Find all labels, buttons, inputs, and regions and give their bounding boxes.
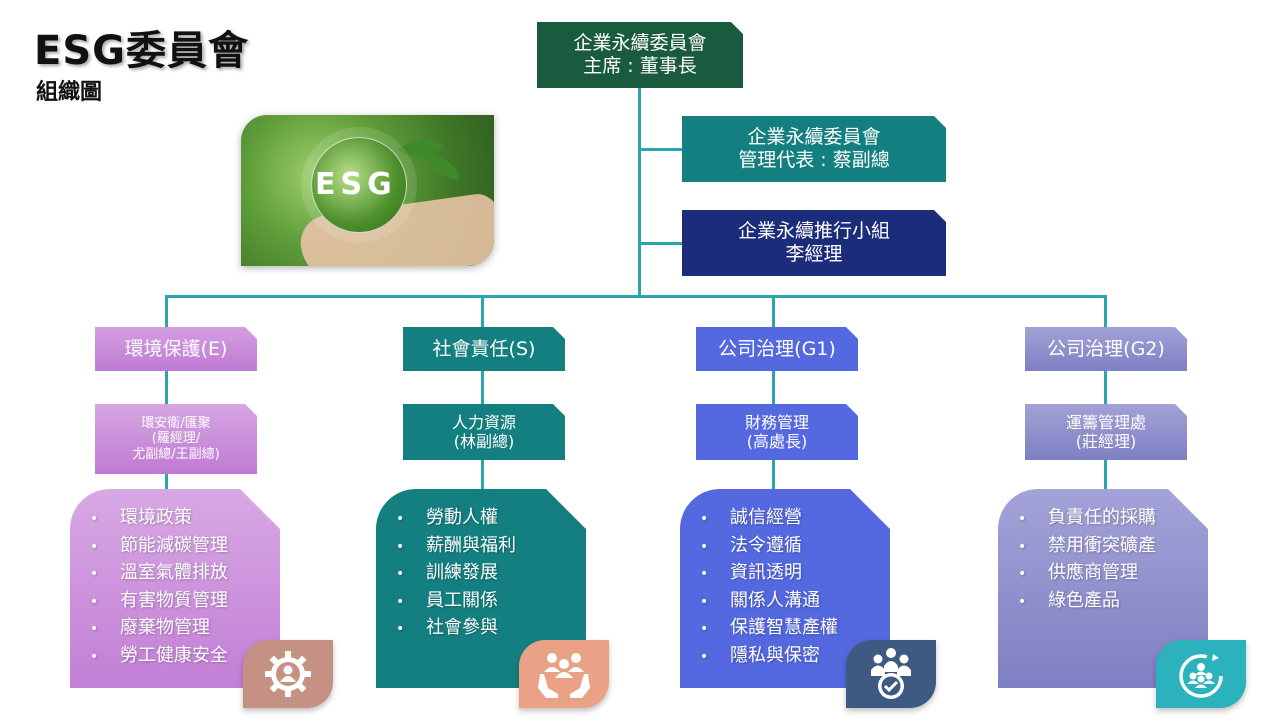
sub-unit-name: 人力資源 (451, 412, 516, 432)
list-item: 勞工健康安全 (90, 643, 280, 671)
connector-g1-sub (772, 371, 775, 404)
category-label: 公司治理(G2) (1047, 337, 1165, 360)
page-subtitle: 組織圖 (36, 80, 103, 105)
list-item: 社會參與 (396, 615, 586, 643)
connector-e-card (165, 474, 168, 489)
list-item: 關係人溝通 (700, 588, 890, 616)
sub-unit-g1: 財務管理 (高處長) (696, 404, 858, 460)
connector-g2-sub (1104, 371, 1107, 404)
list-item: 法令遵循 (700, 533, 890, 561)
connector-e-sub (165, 371, 168, 404)
connector-g2-card (1104, 460, 1107, 489)
sub-unit-environment: 環安衛/匯聚 (羅經理/ 尤副總/王副總) (95, 404, 257, 474)
sub-unit-owner: 尤副總/王副總) (132, 446, 220, 462)
sub-unit-social: 人力資源 (林副總) (403, 404, 565, 460)
list-item: 綠色產品 (1018, 588, 1208, 616)
sub-unit-owner: (莊經理) (1075, 432, 1137, 451)
sub-unit-owner: (羅經理/ (151, 431, 201, 447)
connector-col-g1 (772, 295, 775, 327)
sub-unit-g2: 運籌管理處 (莊經理) (1025, 404, 1187, 460)
chair-person: 主席 : 董事長 (583, 55, 697, 77)
list-item: 保護智慧產權 (700, 615, 890, 643)
list-item: 資訊透明 (700, 560, 890, 588)
team-check-icon (846, 640, 936, 708)
gear-person-icon (243, 640, 333, 708)
sub-unit-owner: (高處長) (746, 432, 808, 451)
list-item: 環境政策 (90, 505, 280, 533)
list-item: 廢棄物管理 (90, 615, 280, 643)
list-item: 訓練發展 (396, 560, 586, 588)
connector-trunk (638, 88, 641, 296)
team-person: 李經理 (785, 243, 843, 265)
list-item: 員工關係 (396, 588, 586, 616)
list-item: 誠信經營 (700, 505, 890, 533)
list-item: 薪酬與福利 (396, 533, 586, 561)
esg-image-label: ESG (315, 167, 397, 202)
management-rep-box: 企業永續委員會 管理代表 : 蔡副總 (682, 116, 946, 182)
category-label: 公司治理(G1) (718, 337, 836, 360)
rep-person: 管理代表 : 蔡副總 (738, 149, 890, 171)
sub-unit-name: 環安衛/匯聚 (141, 415, 211, 431)
sub-unit-owner: (林副總) (453, 432, 515, 451)
list-item: 節能減碳管理 (90, 533, 280, 561)
item-list: 誠信經營 法令遵循 資訊透明 關係人溝通 保護智慧產權 隱私與保密 (680, 489, 890, 670)
team-title: 企業永續推行小組 (737, 220, 890, 243)
card-governance-g2: 負責任的採購 禁用衝突礦產 供應商管理 綠色產品 (998, 489, 1208, 688)
item-list: 勞動人權 薪酬與福利 訓練發展 員工關係 社會參與 (376, 489, 586, 643)
list-item: 隱私與保密 (700, 643, 890, 671)
list-item: 溫室氣體排放 (90, 560, 280, 588)
team-cycle-icon (1156, 640, 1246, 708)
list-item: 有害物質管理 (90, 588, 280, 616)
globe-icon (311, 137, 407, 233)
rep-title: 企業永續委員會 (747, 126, 881, 149)
connector-g1-card (772, 460, 775, 489)
category-governance-g1: 公司治理(G1) (696, 327, 858, 371)
category-governance-g2: 公司治理(G2) (1025, 327, 1187, 371)
item-list: 環境政策 節能減碳管理 溫室氣體排放 有害物質管理 廢棄物管理 勞工健康安全 (70, 489, 280, 670)
list-item: 勞動人權 (396, 505, 586, 533)
category-social: 社會責任(S) (403, 327, 565, 371)
sub-unit-name: 財務管理 (744, 412, 809, 432)
promotion-team-box: 企業永續推行小組 李經理 (682, 210, 946, 276)
chair-box: 企業永續委員會 主席 : 董事長 (537, 22, 743, 88)
page-title: ESG委員會 (34, 28, 249, 74)
card-environment: 環境政策 節能減碳管理 溫室氣體排放 有害物質管理 廢棄物管理 勞工健康安全 (70, 489, 280, 688)
connector-col-e (165, 295, 168, 327)
connector-horizontal (165, 295, 1106, 298)
item-list: 負責任的採購 禁用衝突礦產 供應商管理 綠色產品 (998, 489, 1208, 615)
connector-rep (638, 148, 682, 151)
sub-unit-name: 運籌管理處 (1065, 412, 1146, 432)
connector-col-g2 (1104, 295, 1107, 327)
chair-title: 企業永續委員會 (573, 32, 707, 55)
connector-team (638, 242, 682, 245)
list-item: 禁用衝突礦產 (1018, 533, 1208, 561)
connector-col-s (481, 295, 484, 327)
list-item: 供應商管理 (1018, 560, 1208, 588)
leaf-icon (419, 151, 463, 181)
esg-hero-image: ESG (241, 115, 494, 266)
category-environment: 環境保護(E) (95, 327, 257, 371)
list-item: 負責任的採購 (1018, 505, 1208, 533)
category-label: 社會責任(S) (432, 337, 536, 360)
people-care-icon (519, 640, 609, 708)
connector-s-sub (481, 371, 484, 404)
connector-s-card (481, 460, 484, 489)
category-label: 環境保護(E) (124, 337, 228, 360)
